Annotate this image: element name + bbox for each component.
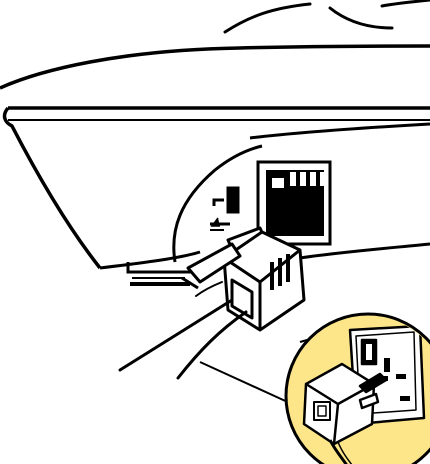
handset-outline <box>225 0 430 32</box>
phone-line-socket <box>258 162 330 244</box>
dc-input-symbol-icon <box>210 188 238 230</box>
phone-base-body <box>0 46 430 284</box>
power-adapter-inset <box>286 314 430 464</box>
